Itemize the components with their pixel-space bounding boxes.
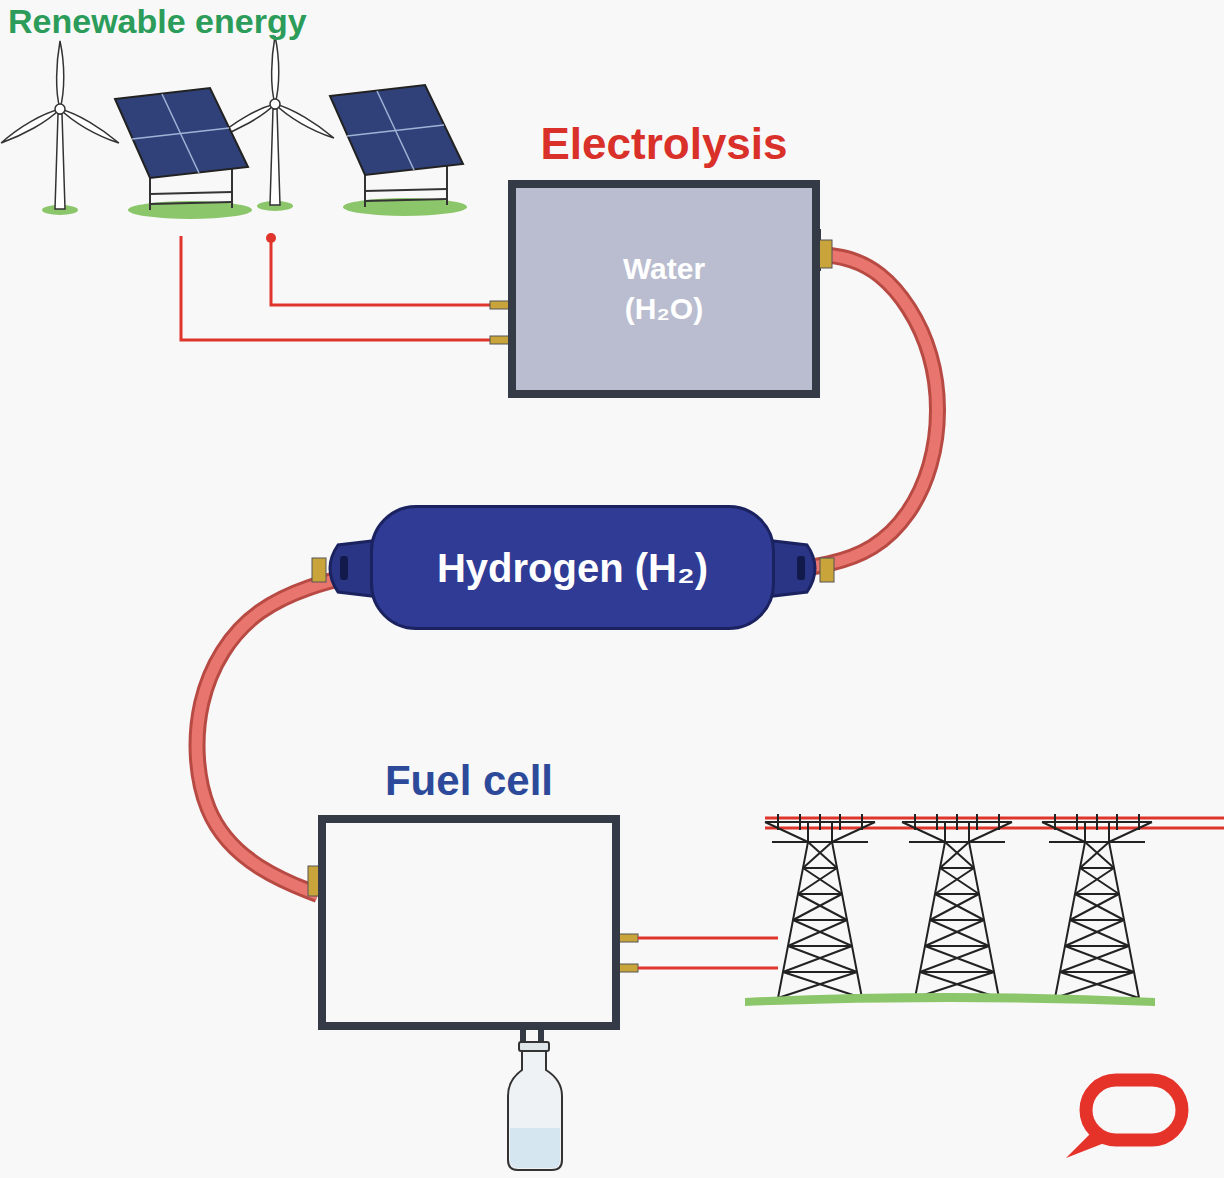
process-box: ElectrolysisWater (H₂O)	[508, 118, 820, 398]
box-heading: Fuel cell	[318, 756, 620, 815]
process-box: Fuel cell	[318, 756, 620, 1030]
wind-turbine	[0, 41, 121, 209]
pylon	[1042, 814, 1152, 998]
tank-label: Hydrogen (H₂)	[437, 541, 708, 595]
tank-body: Hydrogen (H₂)	[370, 505, 775, 630]
title: Renewable energy	[8, 2, 307, 41]
power-wire	[181, 236, 492, 340]
wire-end	[266, 233, 276, 243]
renewable-sources	[0, 36, 467, 219]
pylons	[765, 814, 1152, 998]
box-frame	[318, 815, 620, 1030]
pylon	[902, 814, 1012, 998]
box-heading: Electrolysis	[508, 118, 820, 180]
solar-panel	[115, 88, 248, 210]
grass	[745, 993, 1155, 1006]
grass	[128, 201, 252, 219]
box-body: Water (H₂O)	[589, 249, 739, 330]
power-wire	[638, 818, 1224, 968]
box-frame: Water (H₂O)	[508, 180, 820, 398]
pylon	[765, 814, 875, 998]
water-bottle	[508, 1042, 562, 1170]
logo	[1066, 1080, 1182, 1158]
storage-tank: Hydrogen (H₂)	[370, 505, 775, 630]
pipe-fitting	[818, 240, 832, 268]
